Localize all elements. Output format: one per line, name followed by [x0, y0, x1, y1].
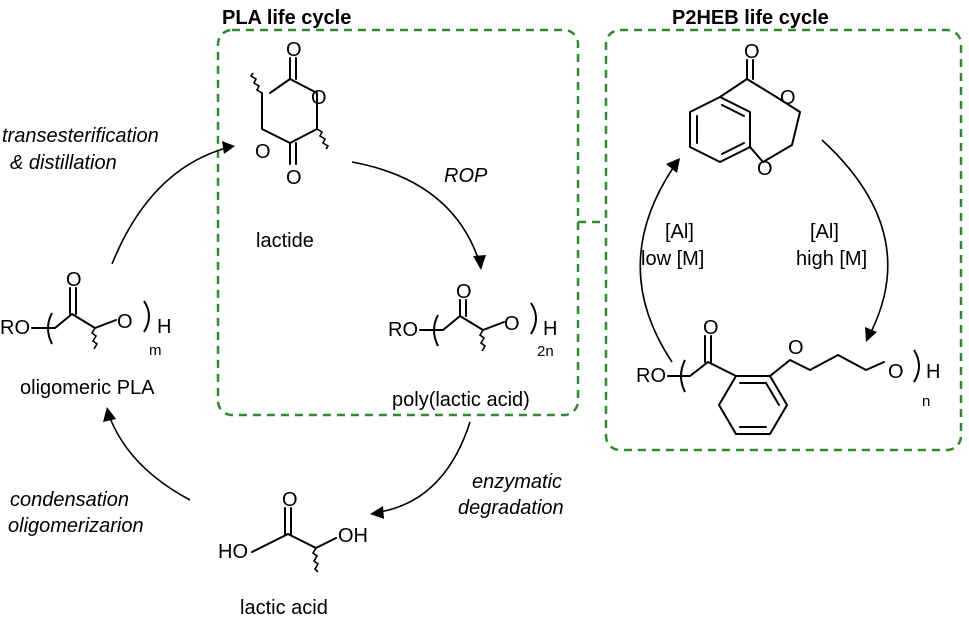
la-ho: HO	[218, 541, 248, 563]
benzo-o-ether: O	[757, 158, 773, 180]
pla-o-carbonyl: O	[456, 281, 472, 303]
poly-lactic-acid-label: poly(lactic acid)	[392, 389, 530, 411]
p2heb-polymer-structure: RO O O O H n	[636, 317, 940, 435]
p2heb-o-end: O	[888, 361, 904, 383]
lactide-label: lactide	[256, 230, 314, 252]
p2heb-o-ether: O	[788, 337, 804, 359]
label-transesterification: transesterification	[2, 125, 159, 147]
label-high-m: high [M]	[796, 248, 867, 270]
oligomeric-pla-structure: RO O O H m	[0, 269, 171, 359]
p2heb-ro: RO	[636, 365, 666, 387]
arrow-enzymatic-degradation	[379, 421, 471, 513]
p2heb-cycle-title: P2HEB life cycle	[672, 7, 829, 29]
benzodioxepinone-structure: O O O	[689, 41, 801, 180]
arrow-high-concentration	[821, 139, 889, 331]
label-distillation: & distillation	[10, 152, 117, 174]
label-condensation: condensation	[10, 489, 129, 511]
benzo-o-ester: O	[780, 87, 796, 109]
label-enzymatic: enzymatic	[472, 471, 562, 493]
pla-ro: RO	[388, 319, 418, 341]
arrow-low-concentration	[639, 167, 674, 363]
pla-cycle-box	[216, 28, 580, 417]
arrow-transesterification	[111, 147, 227, 265]
label-oligomerization: oligomerizarion	[8, 515, 144, 537]
arrow-condensation	[109, 417, 191, 501]
lactide-o-right: O	[311, 87, 327, 109]
lactide-o-top: O	[286, 39, 302, 61]
p2heb-o-carbonyl: O	[703, 317, 719, 339]
olig-o-ester: O	[117, 311, 133, 333]
la-o: O	[282, 489, 298, 511]
p2heb-subscript-n: n	[922, 393, 930, 410]
p2heb-h: H	[926, 361, 940, 383]
lactic-acid-label: lactic acid	[240, 597, 328, 619]
p2heb-cycle-box	[604, 28, 963, 452]
pla-h: H	[543, 318, 557, 340]
label-degradation: degradation	[458, 497, 564, 519]
la-oh: OH	[338, 525, 368, 547]
oligomeric-pla-label: oligomeric PLA	[20, 377, 155, 399]
olig-subscript-m: m	[149, 342, 162, 359]
arrow-rop	[351, 161, 479, 259]
label-al-left: [Al]	[665, 221, 694, 243]
label-al-right: [Al]	[810, 221, 839, 243]
lactide-structure: O O O O	[249, 39, 330, 189]
lactide-o-left: O	[255, 141, 271, 163]
olig-h: H	[157, 316, 171, 338]
olig-ro: RO	[0, 317, 30, 339]
poly-lactic-acid-structure: RO O O H 2n	[388, 281, 557, 360]
lactic-acid-structure: HO O OH	[218, 489, 368, 573]
pla-cycle-title: PLA life cycle	[222, 7, 351, 29]
olig-o-carbonyl: O	[66, 269, 82, 291]
pla-subscript-2n: 2n	[537, 343, 554, 360]
pla-o-ester: O	[504, 313, 520, 335]
lactide-o-bottom: O	[286, 167, 302, 189]
label-rop: ROP	[444, 165, 488, 187]
benzo-o-carbonyl: O	[744, 41, 760, 63]
label-low-m: low [M]	[641, 248, 704, 270]
